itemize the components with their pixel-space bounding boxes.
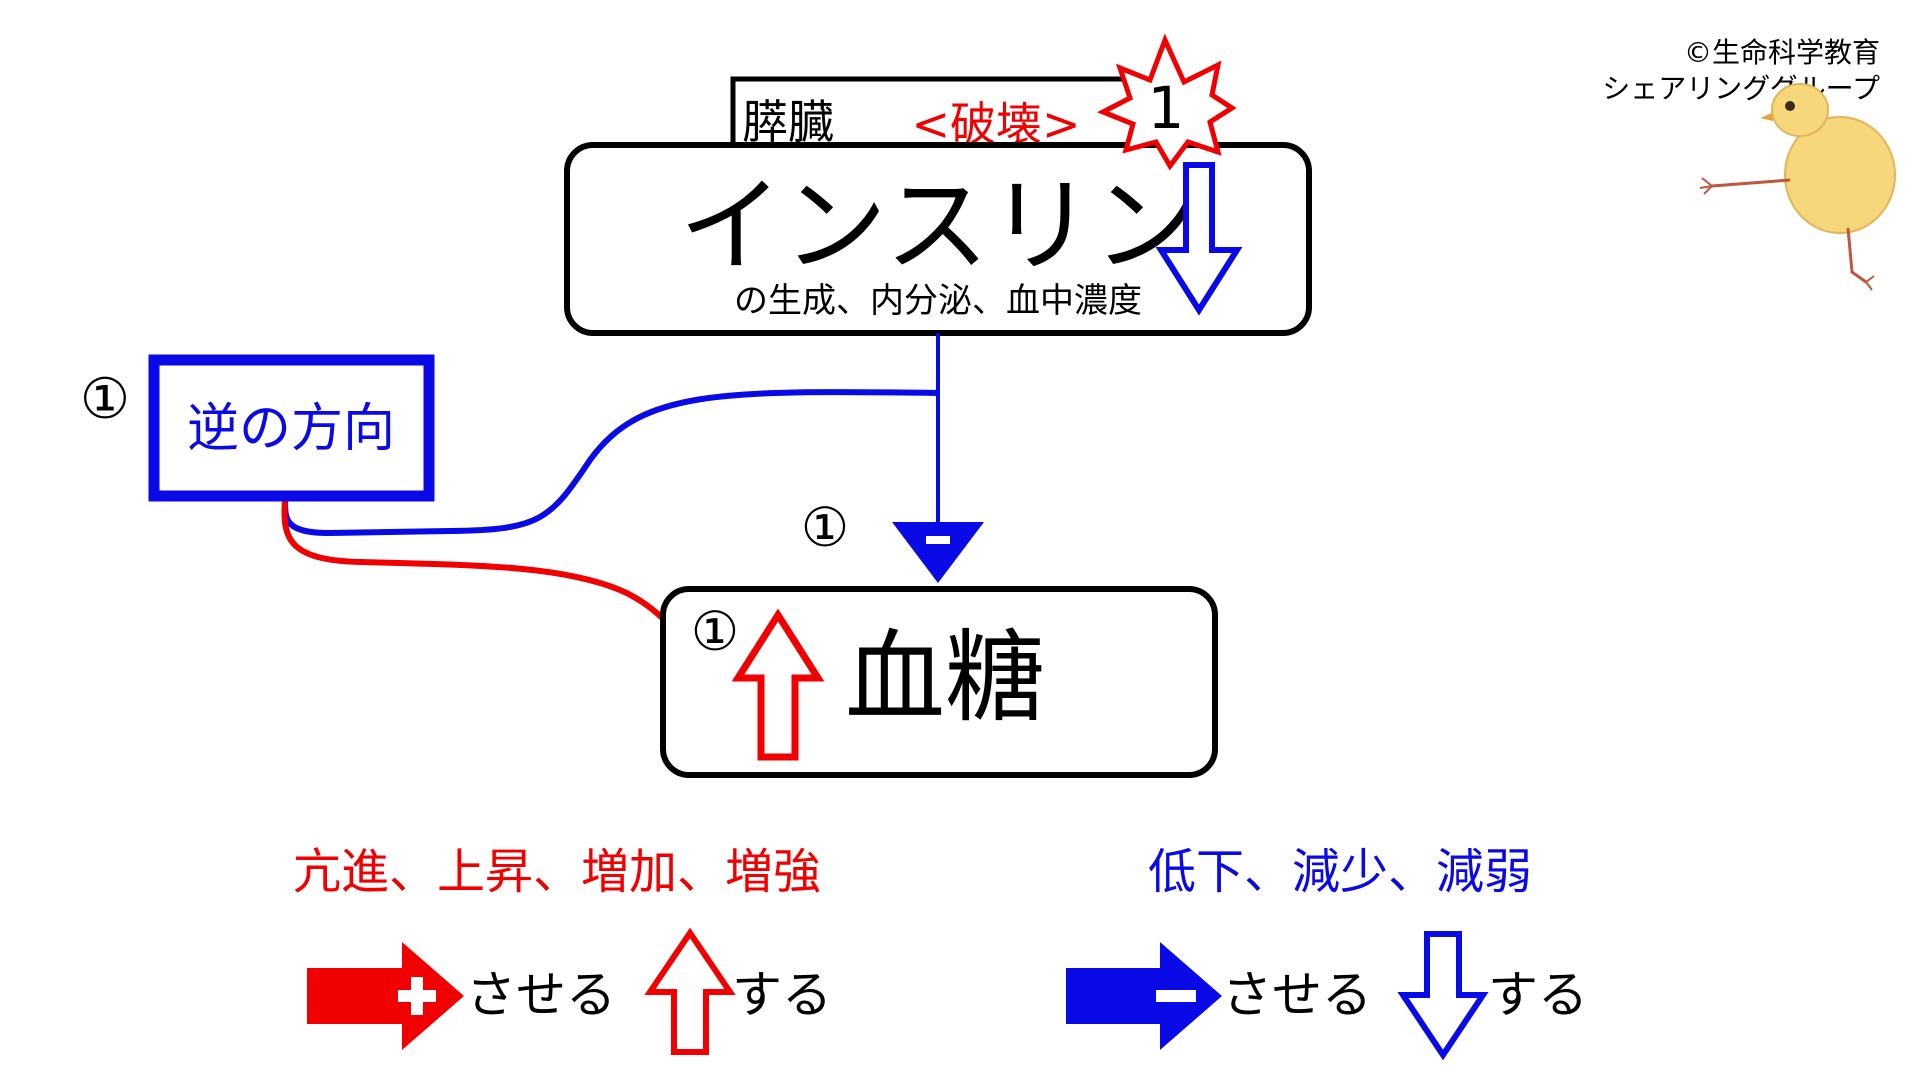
copyright-line-1: ©生命科学教育 xyxy=(1684,36,1880,69)
insulin-title: インスリン xyxy=(679,165,1197,287)
promote-arrow-icon xyxy=(307,942,464,1050)
blood-sugar-increase-arrow-icon xyxy=(731,608,825,761)
decrease-suffix: する xyxy=(1488,966,1588,1024)
insulin-subtitle: の生成、内分泌、血中濃度 xyxy=(734,281,1142,321)
insulin-to-reverse-box-line xyxy=(282,389,939,537)
pancreas-label: 膵臓 xyxy=(742,95,834,149)
inhibit-suffix: させる xyxy=(1222,966,1372,1024)
insulin-decrease-arrow-icon xyxy=(1155,162,1243,316)
blood-sugar-marker: ① xyxy=(691,600,739,663)
chick-illustration xyxy=(1699,83,1896,291)
decrease-arrow-icon xyxy=(1397,931,1489,1061)
inhibit-marker xyxy=(892,522,984,583)
burst-number: 1 xyxy=(1148,74,1185,142)
inhibit-arrow-icon xyxy=(1066,942,1222,1050)
reverse-direction-box xyxy=(148,354,435,502)
increase-suffix: する xyxy=(732,966,832,1024)
burst-star-icon xyxy=(1097,33,1237,171)
increase-arrow-icon xyxy=(644,927,736,1055)
minus-marker-number: ① xyxy=(801,496,849,559)
blood-sugar-label: 血糖 xyxy=(845,619,1045,736)
blood-sugar-box xyxy=(660,586,1218,778)
reverse-direction-marker: ① xyxy=(80,367,130,432)
promote-suffix: させる xyxy=(466,966,616,1024)
copyright-line-2: シェアリンググループ xyxy=(1602,72,1880,105)
increase-words: 亢進、上昇、増加、増強 xyxy=(293,844,821,900)
decrease-words: 低下、減少、減弱 xyxy=(1148,844,1532,900)
reverse-direction-label: 逆の方向 xyxy=(187,399,395,459)
